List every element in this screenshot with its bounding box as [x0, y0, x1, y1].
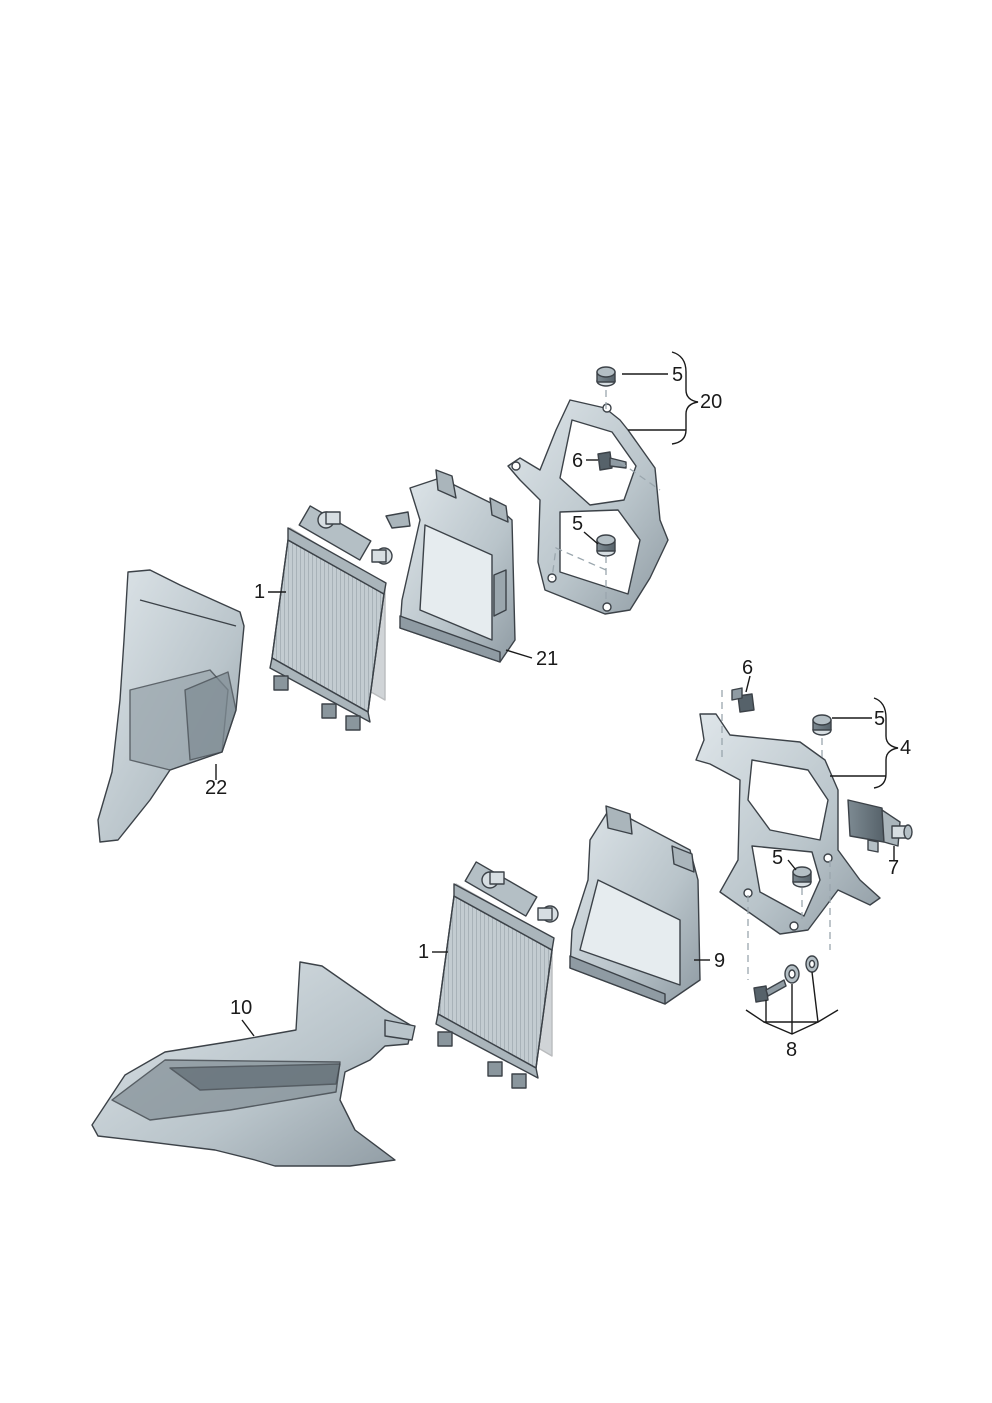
callout-5-upper-top: 5 [672, 364, 683, 386]
rubber-grommet-lower-top [812, 714, 832, 736]
air-guide-shroud-9 [569, 805, 701, 1005]
callout-10: 10 [230, 997, 252, 1019]
callout-6-lower: 6 [742, 657, 753, 679]
bracket-4 [695, 713, 881, 935]
rubber-grommet-upper-top [596, 366, 616, 387]
callout-1-upper: 1 [254, 581, 265, 603]
callout-20: 20 [700, 391, 722, 413]
assembly-dash-upper [551, 390, 661, 604]
air-guide-shroud-21 [385, 469, 516, 663]
callout-9: 9 [714, 950, 725, 972]
rubber-grommet-upper-middle [596, 534, 616, 557]
callout-8: 8 [786, 1039, 797, 1061]
air-duct-10 [91, 961, 416, 1167]
callout-5-lower-top: 5 [874, 708, 885, 730]
sensor-unit-7 [847, 799, 913, 853]
assembly-dash-lower [721, 690, 831, 980]
callout-7: 7 [888, 857, 899, 879]
cooler-radiator-1-upper [269, 505, 393, 731]
air-duct-22 [97, 569, 245, 843]
callout-1-lower: 1 [418, 941, 429, 963]
bracket-20 [507, 399, 669, 615]
callout-4: 4 [900, 737, 911, 759]
callout-6-upper: 6 [572, 450, 583, 472]
bolt-lower-top [731, 687, 755, 713]
callout-5-lower-middle: 5 [772, 847, 783, 869]
callout-5-upper-middle: 5 [572, 513, 583, 535]
leader-lines [215, 351, 899, 1037]
callout-22: 22 [205, 777, 227, 799]
rubber-grommet-lower-middle [792, 866, 812, 888]
fastener-set-8 [753, 955, 819, 1003]
callout-21: 21 [536, 648, 558, 670]
cooler-radiator-1-lower [435, 861, 559, 1089]
bolt-upper [597, 451, 627, 471]
